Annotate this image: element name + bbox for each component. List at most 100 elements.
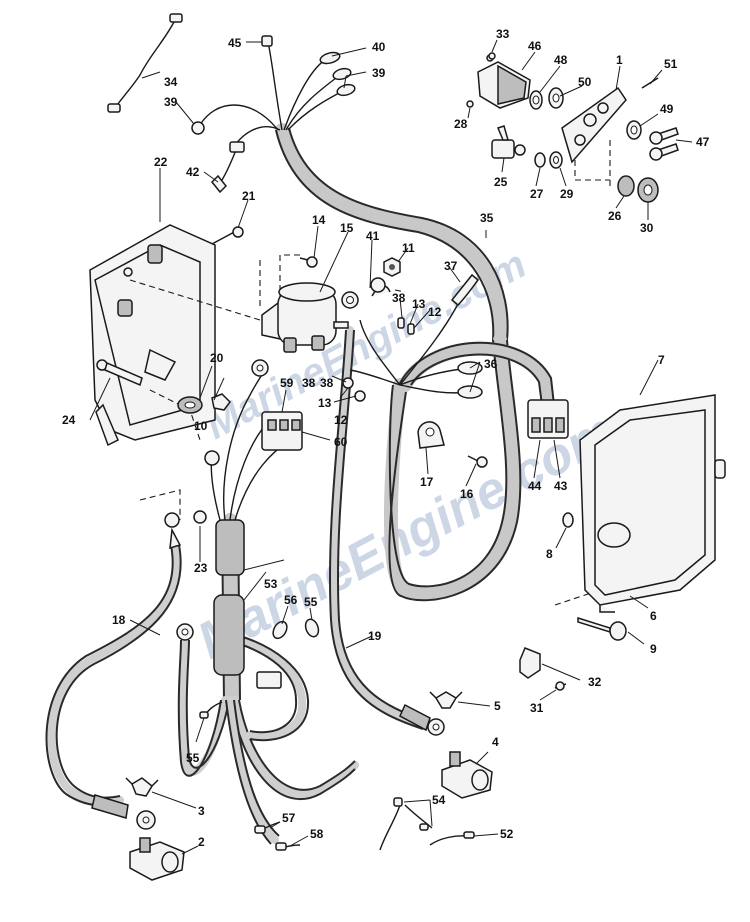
nut-28 xyxy=(466,100,474,108)
ring-terminal-3-cable xyxy=(91,794,156,830)
callout-7: 7 xyxy=(658,353,665,367)
clip-32 xyxy=(519,647,541,679)
callout-46: 46 xyxy=(528,39,542,53)
callout-31: 31 xyxy=(530,701,544,715)
grommet-20 xyxy=(177,396,203,414)
connector-44-43 xyxy=(527,399,569,439)
solenoid-15 xyxy=(261,282,349,353)
callout-20: 20 xyxy=(210,351,224,365)
callout-16: 16 xyxy=(460,487,474,501)
callouts: 45 40 39 34 39 42 22 21 14 15 41 11 37 3… xyxy=(62,27,710,849)
ring-49 xyxy=(626,120,642,140)
terminals-56-55 xyxy=(256,618,320,689)
callout-13-mid: 13 xyxy=(318,396,332,410)
clamp-17 xyxy=(417,421,445,449)
callout-49: 49 xyxy=(660,102,674,116)
callout-53: 53 xyxy=(264,577,278,591)
callout-33: 33 xyxy=(496,27,510,41)
callout-4: 4 xyxy=(492,735,499,749)
battery-terminal-4 xyxy=(441,751,493,799)
callout-55-bottom: 55 xyxy=(186,751,200,765)
mounting-bracket-22 xyxy=(89,224,216,447)
callout-1: 1 xyxy=(616,53,623,67)
screw-9 xyxy=(577,616,627,641)
callout-51: 51 xyxy=(664,57,678,71)
callout-58: 58 xyxy=(310,827,324,841)
callout-25: 25 xyxy=(494,175,508,189)
cap-26 xyxy=(617,175,635,197)
screw-33 xyxy=(488,52,496,60)
callout-47: 47 xyxy=(696,135,710,149)
bracket-grommet xyxy=(147,244,163,264)
main-cables xyxy=(45,123,555,845)
callout-44: 44 xyxy=(528,479,542,493)
leader-lines xyxy=(89,39,693,855)
callout-35: 35 xyxy=(480,211,494,225)
callout-12-mid: 12 xyxy=(334,413,348,427)
callout-42: 42 xyxy=(186,165,200,179)
callout-14: 14 xyxy=(312,213,326,227)
callout-37: 37 xyxy=(444,259,458,273)
key-switch-46 xyxy=(477,54,531,109)
callout-28: 28 xyxy=(454,117,468,131)
callout-11: 11 xyxy=(402,241,415,255)
connector-37 xyxy=(450,273,480,307)
callout-19: 19 xyxy=(368,629,382,643)
keys-47 xyxy=(649,127,679,161)
callout-39-left: 39 xyxy=(164,95,178,109)
wire-ends xyxy=(199,711,475,851)
panel-1 xyxy=(561,86,627,164)
callout-24: 24 xyxy=(62,413,76,427)
callout-26: 26 xyxy=(608,209,622,223)
callout-38-mid: 38 xyxy=(320,376,334,390)
lead-ends-top xyxy=(191,35,356,194)
callout-48: 48 xyxy=(554,53,568,67)
callout-12-top: 12 xyxy=(428,305,442,319)
boot-30 xyxy=(637,177,659,203)
callout-39-top: 39 xyxy=(372,66,386,80)
callout-43: 43 xyxy=(554,479,568,493)
callout-40: 40 xyxy=(372,40,386,54)
callout-34: 34 xyxy=(164,75,178,89)
callout-6: 6 xyxy=(650,609,657,623)
screw-21 xyxy=(211,226,244,245)
callout-38-conn: 38 xyxy=(302,376,316,390)
screw-14 xyxy=(299,256,318,268)
callout-15: 15 xyxy=(340,221,354,235)
screw-51 xyxy=(641,77,659,89)
bracket-grommet-2 xyxy=(117,299,133,317)
nut-27 xyxy=(534,152,546,168)
ring-terminals-bracket xyxy=(164,359,269,641)
small-terminals xyxy=(342,317,415,402)
callout-59: 59 xyxy=(280,376,294,390)
ignition-module-7 xyxy=(579,394,726,613)
callout-54: 54 xyxy=(432,793,446,807)
callout-27: 27 xyxy=(530,187,544,201)
callout-60: 60 xyxy=(334,435,348,449)
callout-45: 45 xyxy=(228,36,242,50)
washer-8 xyxy=(562,512,574,528)
callout-17: 17 xyxy=(420,475,434,489)
screw-16 xyxy=(467,455,488,468)
sleeve-53 xyxy=(213,519,245,676)
wing-nut-10 xyxy=(211,393,231,411)
callout-13-top: 13 xyxy=(412,297,426,311)
callout-36: 36 xyxy=(484,357,498,371)
callout-8: 8 xyxy=(546,547,553,561)
callout-2: 2 xyxy=(198,835,205,849)
toggle-switch-25 xyxy=(491,125,526,159)
callout-50: 50 xyxy=(578,75,592,89)
callout-52: 52 xyxy=(500,827,514,841)
callout-21: 21 xyxy=(242,189,256,203)
callout-38-top: 38 xyxy=(392,291,406,305)
callout-56: 56 xyxy=(284,593,298,607)
nut-11 xyxy=(383,257,401,277)
callout-9: 9 xyxy=(650,642,657,656)
watermark: MarineEngine.com MarineEngine.com xyxy=(188,242,623,670)
wing-nut-3 xyxy=(125,777,159,797)
callout-3: 3 xyxy=(198,804,205,818)
callout-18: 18 xyxy=(112,613,126,627)
callout-55-top: 55 xyxy=(304,595,318,609)
callout-23: 23 xyxy=(194,561,208,575)
